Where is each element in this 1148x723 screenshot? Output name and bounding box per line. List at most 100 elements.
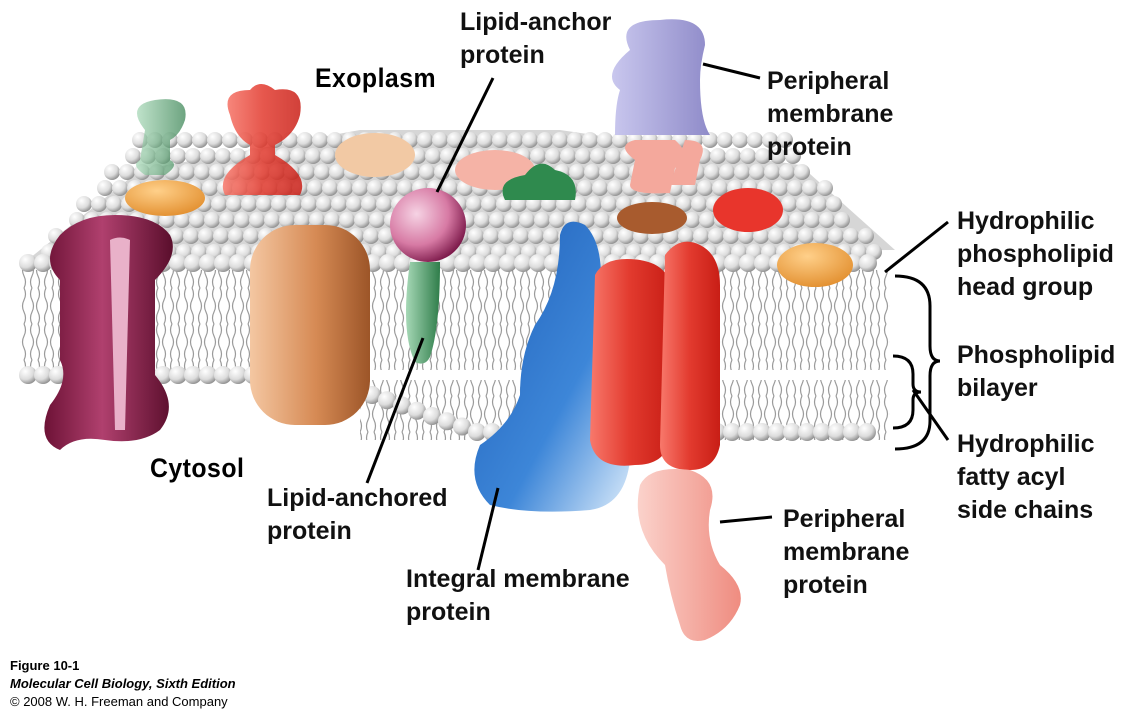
lipid-head bbox=[19, 366, 37, 384]
lipid-head bbox=[352, 180, 368, 196]
lipid-head bbox=[408, 401, 426, 420]
lipid-head bbox=[607, 180, 623, 196]
peach-protein-top bbox=[335, 133, 415, 177]
lipid-head bbox=[699, 212, 715, 228]
lipid-head bbox=[843, 423, 861, 441]
lipid-head bbox=[397, 180, 413, 196]
lipid-head bbox=[184, 254, 202, 272]
lipid-head bbox=[678, 228, 694, 244]
lipid-head bbox=[785, 148, 801, 164]
lipid-head bbox=[91, 196, 107, 212]
lipid-head bbox=[560, 148, 576, 164]
leader-peripheral-bottom bbox=[719, 515, 773, 524]
lipid-head bbox=[297, 132, 313, 148]
peripheral-protein-top-label: Peripheral membrane protein bbox=[767, 67, 894, 161]
red-integral-protein bbox=[590, 241, 720, 470]
lipid-head bbox=[802, 180, 818, 196]
book-title: Molecular Cell Biology, Sixth Edition bbox=[10, 676, 236, 691]
lipid-head bbox=[534, 212, 550, 228]
lipid-head bbox=[738, 228, 754, 244]
lipid-head bbox=[346, 196, 362, 212]
lipid-head bbox=[249, 212, 265, 228]
lipid-head bbox=[519, 212, 535, 228]
hydrophilic-fatty-acyl-label: Hydrophilic fatty acyl side chains bbox=[957, 430, 1095, 524]
lipid-head bbox=[305, 148, 321, 164]
lipid-head bbox=[483, 228, 499, 244]
lipid-head bbox=[234, 212, 250, 228]
lipid-head bbox=[584, 164, 600, 180]
lipid-head bbox=[779, 164, 795, 180]
lipid-head bbox=[740, 148, 756, 164]
lipid-head bbox=[97, 180, 113, 196]
lipid-head bbox=[813, 228, 829, 244]
lipid-head bbox=[354, 212, 370, 228]
lipid-head bbox=[299, 164, 315, 180]
lipid-head bbox=[179, 164, 195, 180]
lipid-head bbox=[309, 212, 325, 228]
lipid-head bbox=[753, 228, 769, 244]
lipid-head bbox=[530, 148, 546, 164]
lipid-head bbox=[169, 366, 187, 384]
lipid-head bbox=[772, 180, 788, 196]
lipid-head bbox=[817, 180, 833, 196]
lipid-head bbox=[228, 228, 244, 244]
lipid-head bbox=[777, 132, 793, 148]
lipid-head bbox=[337, 180, 353, 196]
lipid-head bbox=[469, 254, 487, 272]
lipid-head bbox=[214, 254, 232, 272]
lipid-head bbox=[828, 423, 846, 441]
lipid-head bbox=[367, 180, 383, 196]
lipid-anchored-protein bbox=[406, 262, 440, 364]
exoplasm-label: Exoplasm bbox=[315, 63, 437, 93]
lipid-head bbox=[159, 212, 175, 228]
lipid-head bbox=[843, 228, 859, 244]
lipid-head bbox=[691, 196, 707, 212]
lipid-head bbox=[599, 164, 615, 180]
lipid-head bbox=[256, 196, 272, 212]
lipid-head bbox=[828, 228, 844, 244]
lipid-head bbox=[858, 423, 876, 441]
lipid-head bbox=[177, 132, 193, 148]
brace-fatty-acyl bbox=[892, 354, 922, 430]
lipid-head bbox=[811, 196, 827, 212]
lipid-head bbox=[378, 391, 396, 410]
lipid-head bbox=[419, 164, 435, 180]
lipid-head bbox=[783, 423, 801, 441]
lipid-head bbox=[567, 132, 583, 148]
lipid-head bbox=[579, 212, 595, 228]
lipid-head bbox=[324, 212, 340, 228]
lipid-head bbox=[363, 228, 379, 244]
leader-fatty-acyl bbox=[911, 389, 950, 441]
lipid-head bbox=[575, 148, 591, 164]
lipid-head bbox=[34, 366, 52, 384]
lipid-head bbox=[738, 423, 756, 441]
red-surface-protein-left bbox=[222, 84, 303, 195]
lipid-head bbox=[586, 196, 602, 212]
lipid-head bbox=[498, 228, 514, 244]
leader-peripheral-top bbox=[702, 62, 761, 80]
lipid-head bbox=[76, 196, 92, 212]
leader-lipid-anchor bbox=[435, 77, 495, 193]
lipid-head bbox=[209, 164, 225, 180]
lipid-head bbox=[194, 164, 210, 180]
lipid-head bbox=[168, 228, 184, 244]
lipid-head bbox=[474, 212, 490, 228]
lipid-head bbox=[229, 366, 247, 384]
lipid-head bbox=[768, 423, 786, 441]
lipid-head bbox=[19, 254, 37, 272]
lipid-head bbox=[404, 164, 420, 180]
lipid-head bbox=[425, 148, 441, 164]
lipid-head bbox=[768, 228, 784, 244]
lipid-anchor-protein-label: Lipid-anchor protein bbox=[460, 8, 612, 69]
lipid-head bbox=[198, 228, 214, 244]
lipid-anchor-protein bbox=[390, 188, 466, 262]
lipid-head bbox=[207, 132, 223, 148]
lipid-head bbox=[798, 423, 816, 441]
lipid-head bbox=[612, 132, 628, 148]
lipid-head bbox=[813, 423, 831, 441]
lipid-head bbox=[504, 212, 520, 228]
leader-head-group bbox=[884, 220, 949, 274]
lipid-head bbox=[484, 254, 502, 272]
lipid-head bbox=[184, 366, 202, 384]
lipid-head bbox=[739, 254, 757, 272]
